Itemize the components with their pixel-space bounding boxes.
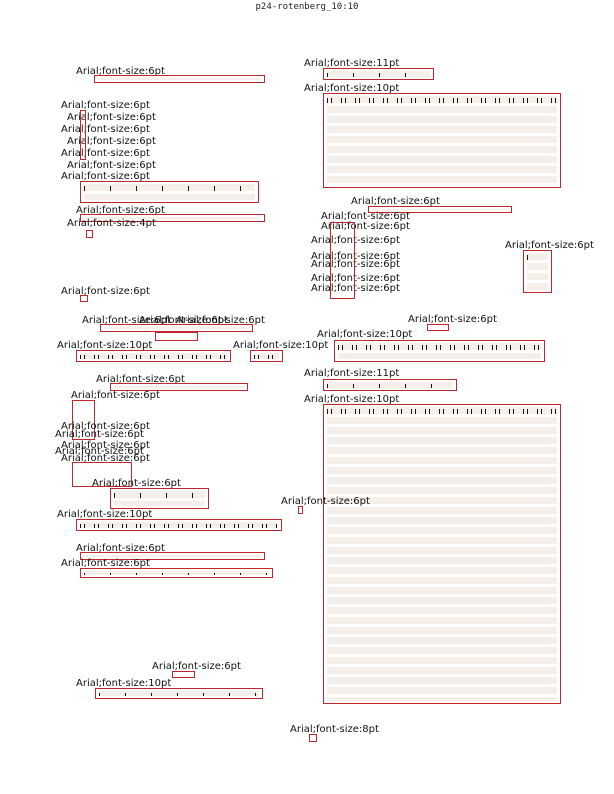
text-box[interactable] (523, 250, 552, 293)
font-label: Arial;font-size:8pt (290, 724, 379, 735)
font-label: Arial;font-size:6pt (61, 558, 150, 569)
font-label: Arial;font-size:6pt (351, 196, 440, 207)
text-box[interactable] (72, 400, 95, 440)
text-box[interactable] (110, 383, 248, 391)
font-label: Arial;font-size:6pt (61, 148, 150, 159)
text-box[interactable] (80, 110, 86, 160)
text-box[interactable] (298, 506, 303, 514)
font-label: Arial;font-size:10pt (57, 340, 153, 351)
font-label: Arial;font-size:6pt (176, 315, 265, 326)
font-label: Arial;font-size:10pt (317, 329, 413, 340)
font-label: Arial;font-size:6pt (61, 453, 150, 464)
text-box[interactable] (323, 379, 457, 391)
font-label: Arial;font-size:6pt (321, 221, 410, 232)
font-label: Arial;font-size:6pt (311, 251, 400, 262)
font-label: Arial;font-size:6pt (321, 211, 410, 222)
font-label: Arial;font-size:6pt (76, 66, 165, 77)
font-label: Arial;font-size:6pt (61, 421, 150, 432)
font-label: Arial;font-size:10pt (233, 340, 329, 351)
text-box[interactable] (110, 488, 209, 509)
font-label: Arial;font-size:6pt (67, 160, 156, 171)
text-box[interactable] (72, 462, 132, 487)
font-label: Arial;font-size:6pt (82, 315, 171, 326)
text-box[interactable] (155, 332, 198, 341)
text-box[interactable] (80, 295, 88, 302)
font-label: Arial;font-size:11pt (304, 368, 400, 379)
text-box[interactable] (95, 688, 263, 699)
font-label: Arial;font-size:6pt (408, 314, 497, 325)
font-label: Arial;font-size:6pt (311, 235, 400, 246)
font-label: Arial;font-size:11pt (304, 58, 400, 69)
font-label: Arial;font-size:6pt (311, 273, 400, 284)
text-box[interactable] (76, 519, 282, 531)
font-label: Arial;font-size:10pt (304, 394, 400, 405)
font-label: Arial;font-size:6pt (311, 259, 400, 270)
font-label: Arial;font-size:6pt (281, 496, 370, 507)
font-label: Arial;font-size:6pt (61, 171, 150, 182)
font-label: Arial;font-size:10pt (76, 678, 172, 689)
text-box[interactable] (86, 230, 93, 238)
text-box[interactable] (172, 671, 195, 678)
font-label: Arial;font-size:6pt (55, 446, 144, 457)
font-label: Arial;font-size:6pt (76, 205, 165, 216)
font-label: Arial;font-size:6pt (311, 283, 400, 294)
font-label: Arial;font-size:6pt (71, 390, 160, 401)
font-label: Arial;font-size:6pt (139, 315, 228, 326)
text-box[interactable] (330, 222, 355, 299)
font-label: Arial;font-size:6pt (55, 429, 144, 440)
text-box[interactable] (368, 206, 512, 213)
font-label: Arial;font-size:6pt (61, 124, 150, 135)
page-title: p24-rotenberg_10:10 (255, 2, 359, 12)
text-box[interactable] (94, 75, 265, 83)
text-box[interactable] (80, 552, 265, 560)
font-label: Arial;font-size:6pt (152, 661, 241, 672)
text-box[interactable] (80, 214, 265, 222)
font-label: Arial;font-size:6pt (92, 478, 181, 489)
font-label: Arial;font-size:6pt (67, 112, 156, 123)
text-box[interactable] (427, 324, 449, 331)
font-label: Arial;font-size:6pt (61, 440, 150, 451)
font-label: Arial;font-size:6pt (96, 374, 185, 385)
font-label: Arial;font-size:6pt (61, 100, 150, 111)
text-box[interactable] (323, 68, 434, 80)
font-label: Arial;font-size:10pt (304, 83, 400, 94)
text-box[interactable] (80, 568, 273, 578)
text-box[interactable] (100, 324, 253, 332)
text-block[interactable] (323, 93, 561, 188)
text-block[interactable] (323, 404, 561, 704)
text-box[interactable] (76, 350, 231, 362)
text-box[interactable] (80, 181, 259, 203)
font-label: Arial;font-size:6pt (505, 240, 594, 251)
text-box[interactable] (250, 350, 283, 362)
text-box[interactable] (309, 734, 317, 742)
font-label: Arial;font-size:6pt (61, 286, 150, 297)
font-label: Arial;font-size:4pt (67, 218, 156, 229)
text-box[interactable] (334, 340, 545, 362)
font-label: Arial;font-size:10pt (57, 509, 153, 520)
font-label: Arial;font-size:6pt (76, 543, 165, 554)
font-label: Arial;font-size:6pt (67, 136, 156, 147)
